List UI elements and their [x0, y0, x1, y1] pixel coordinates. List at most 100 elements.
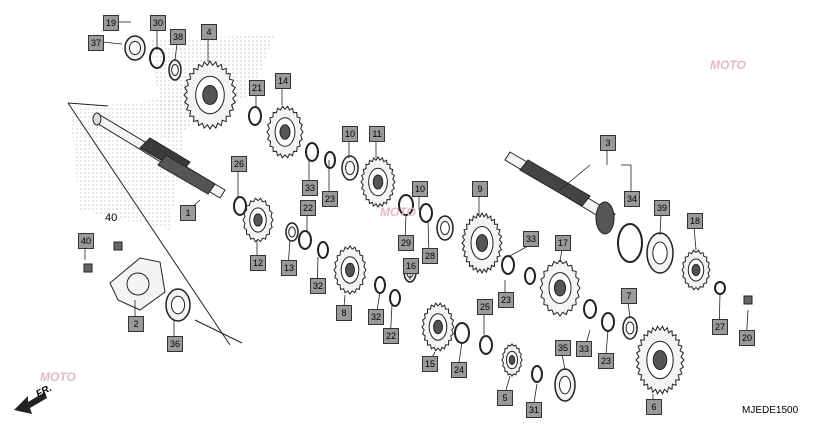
washer-shape: [305, 142, 319, 162]
callout: 29: [398, 235, 414, 251]
watermark-text: MOTO: [40, 370, 76, 384]
leader-line: [561, 353, 566, 371]
leader-line: [559, 164, 591, 191]
callout: 37: [88, 35, 104, 51]
main-shaft: [92, 112, 226, 199]
callout: 33: [576, 341, 592, 357]
gear-shape: [461, 211, 503, 275]
callout: 19: [103, 15, 119, 31]
bearing-shape: [440, 220, 450, 236]
washer-shape: [374, 276, 386, 294]
callout: 23: [598, 353, 614, 369]
callout: 33: [523, 231, 539, 247]
washer-shape: [617, 223, 643, 263]
callout: 5: [497, 390, 513, 406]
washer-shape: [324, 151, 336, 169]
callout: 7: [621, 288, 637, 304]
washer-shape: [479, 335, 493, 355]
document-code: MJEDE1500: [742, 405, 799, 416]
gear-shape: [360, 156, 396, 208]
bearing-cover: [109, 257, 166, 311]
washer-shape: [298, 230, 312, 250]
callout: 22: [383, 328, 399, 344]
counter-shaft: [504, 151, 616, 235]
callout: 3: [600, 135, 616, 151]
callout: 38: [170, 29, 186, 45]
bearing-shape: [129, 40, 141, 56]
callout: 28: [422, 248, 438, 264]
callout: 31: [526, 402, 542, 418]
bearing-shape: [559, 375, 571, 395]
callout: 16: [403, 258, 419, 274]
gear-shape: [183, 60, 237, 130]
washer-shape: [317, 241, 329, 259]
callout: 11: [369, 126, 385, 142]
callout: 35: [555, 340, 571, 356]
callout: 24: [451, 362, 467, 378]
callout: 10: [412, 181, 428, 197]
gear-shape: [635, 325, 685, 395]
leader-line: [627, 301, 631, 319]
gear-shape: [242, 197, 274, 243]
callout: 13: [281, 260, 297, 276]
callout: 23: [498, 292, 514, 308]
callout: 25: [477, 299, 493, 315]
bearing-shape: [170, 295, 186, 315]
bolt-shape: [113, 241, 123, 251]
watermark-text: MOTO: [380, 205, 416, 219]
gear-shape: [421, 302, 455, 352]
washer-shape: [714, 281, 726, 295]
callout: 12: [250, 255, 266, 271]
bolt-shape: [83, 263, 93, 273]
washer-shape: [248, 106, 262, 126]
callout: 36: [167, 336, 183, 352]
callout-40-loose: 40: [105, 212, 118, 224]
gear-shape: [539, 259, 581, 317]
leader-line: [507, 244, 531, 258]
bearing-shape: [652, 241, 668, 265]
washer-shape: [601, 312, 615, 332]
callout: 18: [687, 213, 703, 229]
leader-line: [174, 42, 178, 61]
callout: 10: [342, 126, 358, 142]
washer-shape: [583, 299, 597, 319]
callout: 1: [180, 205, 196, 221]
callout: 39: [654, 200, 670, 216]
callout: 23: [322, 191, 338, 207]
callout: 33: [302, 180, 318, 196]
gear-group: [83, 35, 753, 402]
callout: 2: [128, 316, 144, 332]
leader-line: [559, 248, 563, 263]
callout: 22: [300, 200, 316, 216]
callout: 34: [624, 191, 640, 207]
bearing-shape: [288, 226, 296, 238]
watermark-text: MOTO: [710, 58, 746, 72]
gear-shape: [333, 245, 367, 295]
bearing-shape: [345, 160, 355, 176]
callout: 6: [646, 399, 662, 415]
bearing-shape: [171, 64, 179, 76]
callout: 14: [275, 73, 291, 89]
washer-shape: [524, 267, 536, 285]
frame-lines: [67, 102, 243, 346]
callout: 8: [336, 305, 352, 321]
front-arrow-icon: [14, 392, 47, 414]
washer-shape: [454, 322, 470, 344]
callout: 17: [555, 235, 571, 251]
callout: 21: [249, 80, 265, 96]
gear-shape: [266, 105, 304, 159]
callout: 32: [368, 309, 384, 325]
callout: 30: [150, 15, 166, 31]
leader-line: [101, 41, 123, 45]
callout: 4: [201, 24, 217, 40]
gear-shape: [681, 249, 711, 291]
leader-line: [659, 213, 662, 236]
callout: 15: [422, 356, 438, 372]
washer-shape: [501, 255, 515, 275]
callout: 32: [310, 278, 326, 294]
bolt-shape: [743, 295, 753, 305]
callout: 27: [712, 319, 728, 335]
bearing-shape: [625, 321, 635, 335]
